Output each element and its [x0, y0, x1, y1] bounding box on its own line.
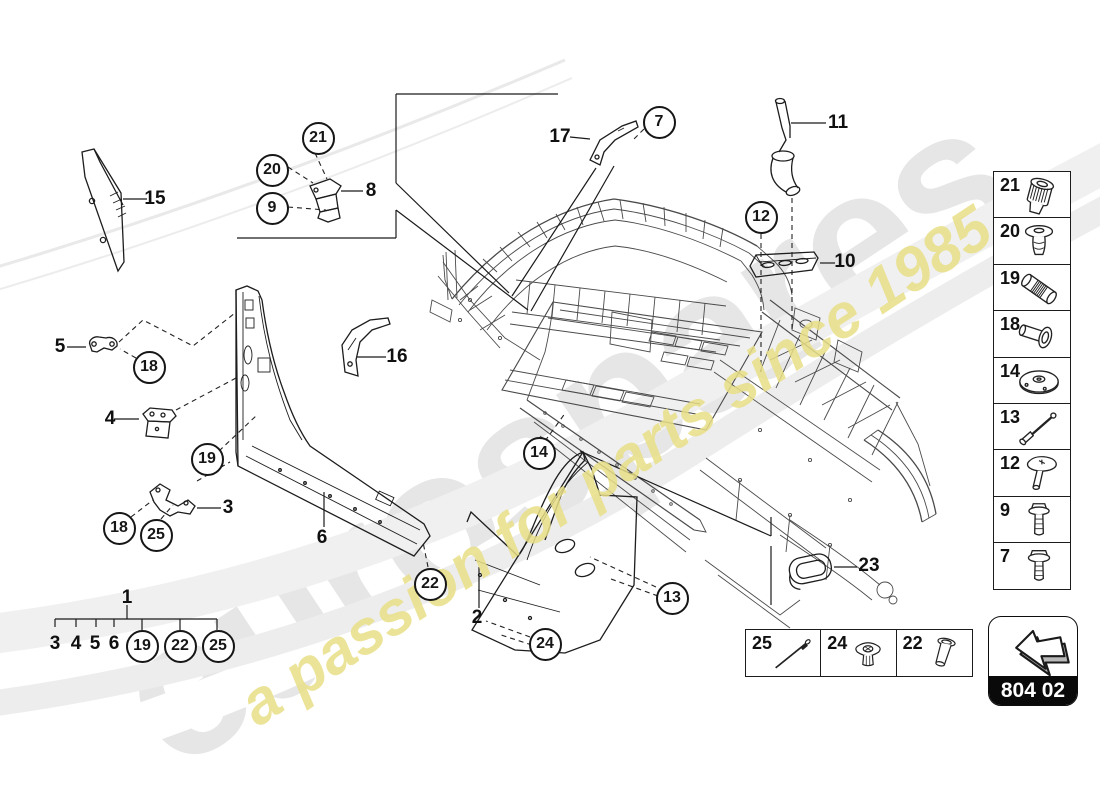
callout-14[interactable]: 14 [522, 436, 556, 470]
part-16-drawing [341, 317, 391, 377]
bolt-icon [1028, 502, 1050, 536]
part-label-1: 1 [121, 587, 133, 608]
callout-22[interactable]: 22 [413, 567, 447, 601]
diagram-code: 804 02 [1000, 678, 1066, 702]
callout-25[interactable]: 25 [201, 629, 235, 663]
callout-22[interactable]: 22 [163, 629, 197, 663]
part-label-11: 11 [827, 112, 849, 133]
legend-number: 7 [1000, 546, 1011, 567]
part-label-6: 6 [316, 527, 328, 548]
part-11-drawing [770, 97, 801, 197]
back-arrow-icon [1015, 629, 1070, 676]
part-23-drawing [788, 553, 833, 591]
bolt2-icon [1027, 550, 1051, 582]
part-label-15: 15 [144, 188, 166, 209]
part-4-drawing [142, 407, 177, 439]
legend-number: 24 [827, 633, 848, 653]
part-17-drawing [589, 120, 639, 166]
legend-box-20: 20 [993, 217, 1071, 266]
part-3-drawing [149, 483, 196, 517]
legend-number: 9 [1000, 499, 1011, 520]
part-6-drawing [235, 285, 431, 557]
part-5-drawing [88, 336, 118, 353]
callout-20[interactable]: 20 [255, 153, 289, 187]
legend-number: 22 [902, 633, 923, 653]
part-label-3: 3 [49, 633, 61, 654]
part-label-23: 23 [858, 555, 880, 576]
legend-number: 25 [752, 633, 773, 653]
callout-24[interactable]: 24 [528, 627, 562, 661]
bushing-icon [1019, 271, 1059, 306]
callout-25[interactable]: 25 [139, 518, 173, 552]
callout-9[interactable]: 9 [255, 191, 289, 225]
part-drawings [81, 97, 833, 654]
legend-box-25: 25 [745, 629, 822, 677]
callout-18[interactable]: 18 [102, 511, 136, 545]
legend-box-13: 13 [993, 403, 1071, 451]
legend-number: 19 [1000, 267, 1021, 288]
grommet-icon [1024, 225, 1054, 256]
part-15-drawing [81, 148, 127, 273]
legend-number: 13 [1000, 407, 1021, 427]
part-label-3: 3 [222, 497, 234, 518]
legend-box-22: 22 [895, 629, 973, 677]
part-2-drawing [466, 450, 638, 654]
legend-box-18: 18 [993, 310, 1071, 359]
part-label-4: 4 [104, 408, 116, 429]
pin-icon [773, 637, 813, 670]
part-label-16: 16 [386, 346, 408, 367]
bigscrew-icon [1026, 456, 1057, 491]
legend-box-19: 19 [993, 263, 1071, 312]
part-8-drawing [309, 178, 342, 223]
part-label-8: 8 [365, 180, 377, 201]
callout-18[interactable]: 18 [132, 350, 166, 384]
callout-21[interactable]: 21 [301, 121, 335, 155]
part-label-6: 6 [108, 633, 120, 654]
rivet-icon [1017, 411, 1058, 447]
dashed-leader-lines [118, 128, 793, 646]
legend-number: 18 [1000, 314, 1021, 335]
leader-lines [54, 93, 857, 630]
chassis-drawing [429, 198, 937, 629]
legend-box-24: 24 [820, 629, 898, 677]
legend-box-7: 7 [993, 542, 1071, 591]
part-label-17: 17 [549, 126, 571, 147]
legend-box-9: 9 [993, 495, 1071, 544]
legend-box-14: 14 [993, 356, 1071, 405]
disc-icon [1019, 369, 1059, 394]
part-label-4: 4 [70, 633, 82, 654]
sleeve-icon [1015, 318, 1055, 351]
part-10-drawing [749, 251, 819, 278]
legend-box-21: 21 [993, 171, 1071, 219]
part-label-10: 10 [834, 251, 856, 272]
plasticnut-icon [855, 642, 882, 667]
part-label-5: 5 [54, 336, 66, 357]
watermark-brand: eurospares [0, 58, 1100, 800]
callout-19[interactable]: 19 [125, 629, 159, 663]
legend-number: 12 [1000, 453, 1021, 474]
legend-number: 14 [1000, 360, 1021, 381]
callout-19[interactable]: 19 [190, 442, 224, 476]
part-label-2: 2 [471, 607, 483, 628]
callout-7[interactable]: 7 [642, 105, 676, 139]
part-label-5: 5 [89, 633, 101, 654]
rivnut-icon [1022, 175, 1056, 217]
legend-number: 20 [1000, 221, 1021, 242]
diagram-code-badge: 804 02 [989, 676, 1077, 705]
tube-icon [931, 636, 956, 669]
legend-box-12: 12 [993, 449, 1071, 498]
diagram-nav-box[interactable]: 804 02 [988, 616, 1078, 706]
callout-12[interactable]: 12 [744, 200, 778, 234]
callout-13[interactable]: 13 [655, 581, 689, 615]
legend-number: 21 [1000, 175, 1021, 195]
